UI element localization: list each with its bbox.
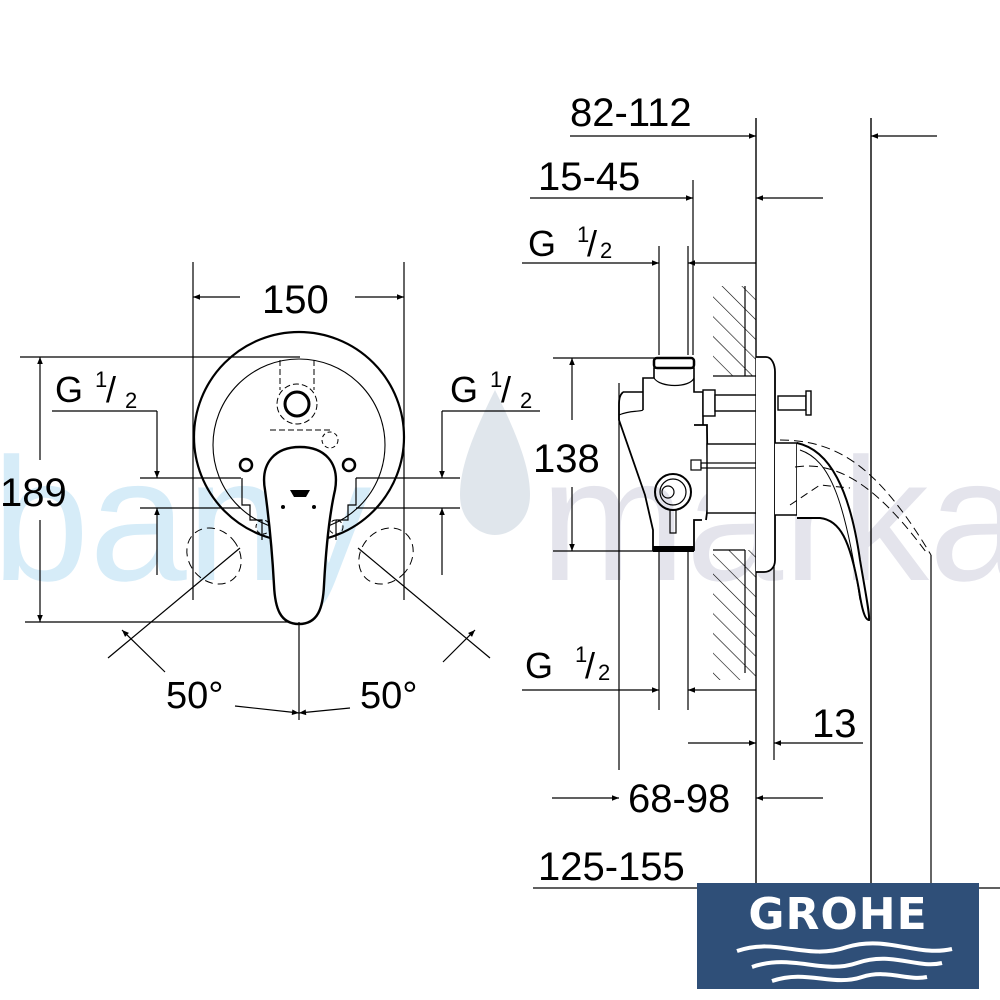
svg-text:/: / xyxy=(106,369,116,410)
svg-text:G: G xyxy=(450,369,478,410)
svg-text:1: 1 xyxy=(577,222,589,247)
svg-text:2: 2 xyxy=(598,660,610,685)
svg-text:2: 2 xyxy=(125,388,137,413)
inlet-right-label: G 1 / 2 xyxy=(450,367,532,413)
dim-15-45: 15-45 xyxy=(538,155,640,199)
top-inlet-label: G 1 / 2 xyxy=(528,222,612,264)
bottom-inlet-label: G 1 / 2 xyxy=(525,642,610,686)
svg-text:1: 1 xyxy=(95,367,107,392)
height-dim-label: 189 xyxy=(0,471,67,515)
svg-text:2: 2 xyxy=(600,238,612,263)
width-dim-label: 150 xyxy=(262,278,329,322)
inlet-left-label: G 1 / 2 xyxy=(55,367,137,413)
dim-138: 138 xyxy=(533,437,600,481)
dim-68-98: 68-98 xyxy=(628,777,730,821)
svg-text:1: 1 xyxy=(490,367,502,392)
side-view-labels: 82-112 15-45 G 1 / 2 138 G 1 / 2 13 68-9… xyxy=(525,91,857,889)
dim-13: 13 xyxy=(812,702,857,746)
svg-text:G: G xyxy=(528,223,556,264)
grohe-logo: GROHE xyxy=(697,883,979,989)
svg-text:/: / xyxy=(585,645,595,686)
side-view xyxy=(522,118,1000,889)
dim-82-112: 82-112 xyxy=(570,91,692,135)
angle-left-label: 50° xyxy=(166,675,223,717)
water-drop-icon xyxy=(460,390,530,535)
watermark: bany marka xyxy=(0,390,1000,618)
svg-text:1: 1 xyxy=(575,642,587,667)
front-view-labels: 150 189 G 1 / 2 G 1 / 2 50° 50° xyxy=(0,278,532,717)
dim-125-155: 125-155 xyxy=(538,845,685,889)
svg-text:G: G xyxy=(55,369,83,410)
waves-icon xyxy=(736,941,953,983)
svg-text:/: / xyxy=(587,223,597,264)
svg-text:/: / xyxy=(501,369,511,410)
front-view xyxy=(20,262,540,720)
svg-text:2: 2 xyxy=(520,388,532,413)
brand-name: GROHE xyxy=(748,889,928,940)
angle-right-label: 50° xyxy=(360,675,417,717)
svg-text:G: G xyxy=(525,645,553,686)
